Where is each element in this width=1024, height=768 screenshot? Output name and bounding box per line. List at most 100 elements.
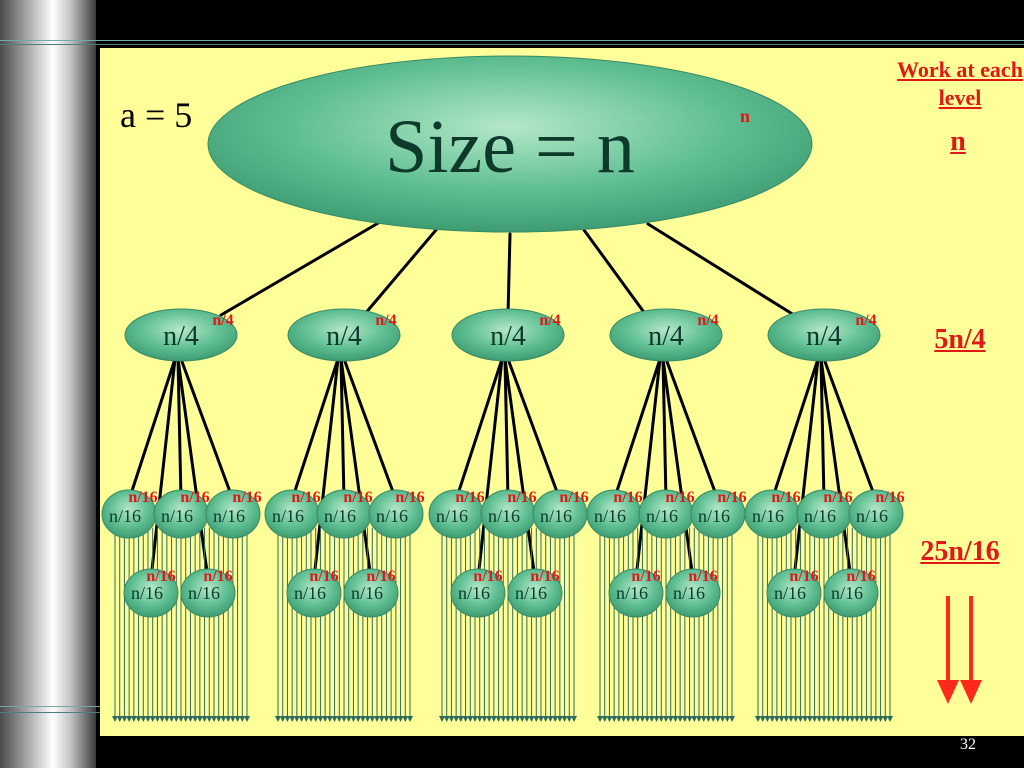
node-n16 [848, 489, 904, 539]
node-n16-label: n/16 [161, 506, 193, 526]
slide-side-gradient [0, 0, 96, 768]
child-edge [454, 357, 504, 502]
leaf-arrowhead [792, 716, 799, 722]
leaf-arrowhead [289, 716, 296, 722]
child-edge [664, 357, 720, 502]
leaf-arrowhead [112, 716, 118, 722]
node-n16-label: n/16 [131, 583, 163, 603]
child-edge [661, 357, 695, 581]
leaf-arrowhead [811, 716, 818, 722]
leaf-arrowhead [392, 716, 399, 722]
leaf-arrowhead [764, 716, 771, 722]
child-edge [476, 357, 504, 581]
leaf-arrowhead [877, 716, 884, 722]
arrow-head [937, 680, 959, 704]
leaf-arrowhead [145, 716, 151, 722]
leaf-arrowhead [182, 716, 189, 722]
leaf-arrowhead [887, 716, 893, 722]
leaf-arrowhead [759, 716, 766, 722]
leaf-arrowhead [681, 716, 688, 722]
leaf-arrowhead [116, 716, 123, 722]
leaf-arrowhead [374, 716, 380, 722]
child-edge [149, 357, 177, 581]
leaf-arrowhead [206, 716, 213, 722]
leaf-arrowhead [519, 716, 526, 722]
leaf-arrowhead [448, 716, 455, 722]
leaf-arrowhead [835, 716, 842, 722]
leaf-arrowhead [168, 716, 175, 722]
leaf-arrowhead [620, 716, 627, 722]
node-n16-tag: n/16 [291, 489, 320, 506]
leaf-arrowhead [858, 716, 865, 722]
leaf-arrowhead [533, 716, 540, 722]
node-n16-label: n/16 [376, 506, 408, 526]
leaf-arrowhead [538, 716, 544, 722]
node-n16-tag: n/16 [507, 489, 536, 506]
node-n16-label: n/16 [673, 583, 705, 603]
node-n4-label: n/4 [326, 321, 362, 352]
root-node [207, 55, 813, 233]
leaf-arrowhead [788, 716, 794, 722]
tree-edges [127, 220, 878, 581]
node-n4 [609, 308, 723, 362]
node-n16-label: n/16 [856, 506, 888, 526]
leaf-arrowhead [606, 716, 613, 722]
leaf-arrowhead [667, 716, 674, 722]
leaf-arrowhead [773, 716, 780, 722]
bottom-rule [0, 706, 100, 707]
leaf-arrowhead [802, 716, 809, 722]
node-n16-label: n/16 [515, 583, 547, 603]
node-n4 [767, 308, 881, 362]
child-edge [503, 357, 510, 502]
node-n16 [766, 568, 822, 618]
leaf-arrowhead [677, 716, 684, 722]
node-n16 [180, 568, 236, 618]
node-n4-tag: n/4 [539, 312, 560, 329]
leaf-arrowhead [634, 716, 641, 722]
root-edge [582, 228, 648, 317]
node-n16-label: n/16 [294, 583, 326, 603]
leaf-arrowhead [691, 716, 698, 722]
leaf-arrowhead [229, 716, 236, 722]
leaf-arrowhead [326, 716, 333, 722]
root-edge [362, 228, 438, 317]
leaf-arrowhead [863, 716, 870, 722]
node-n16-label: n/16 [594, 506, 626, 526]
leaf-arrowhead [769, 716, 776, 722]
node-n4-tag: n/4 [212, 312, 233, 329]
child-edge [312, 357, 340, 581]
node-n16-tag: n/16 [343, 489, 372, 506]
node-n16-label: n/16 [188, 583, 220, 603]
node-n16-tag: n/16 [823, 489, 852, 506]
leaf-arrowhead [663, 716, 669, 722]
leaf-arrowhead [443, 716, 450, 722]
leaf-arrowhead [601, 716, 608, 722]
node-n16-label: n/16 [540, 506, 572, 526]
root-edge [646, 222, 796, 317]
leaf-arrowhead [849, 716, 856, 722]
node-n16-tag: n/16 [665, 489, 694, 506]
tree-nodes: n/16n/16n/16n/16n/16n/16n/16n/16n/16n/16… [101, 55, 905, 618]
node-n16-tag: n/16 [530, 568, 559, 585]
leaf-arrowhead [192, 716, 199, 722]
leaf-arrowhead [388, 716, 395, 722]
child-edge [176, 357, 183, 502]
leaf-arrowhead [154, 716, 161, 722]
node-n16-label: n/16 [324, 506, 356, 526]
leaf-arrowhead [644, 716, 651, 722]
leaf-arrowhead [397, 716, 404, 722]
leaf-arrowhead [345, 716, 352, 722]
child-edge [342, 357, 398, 502]
node-n16 [343, 568, 399, 618]
leaf-arrowhead [514, 716, 521, 722]
child-edge [770, 357, 820, 502]
leaf-arrowhead [457, 716, 464, 722]
node-n16 [368, 489, 424, 539]
bottom-rule-secondary [0, 712, 100, 713]
node-n16-tag: n/16 [688, 568, 717, 585]
child-edge [819, 357, 826, 502]
node-n16-label: n/16 [213, 506, 245, 526]
node-n16-tag: n/16 [146, 568, 175, 585]
leaf-arrowhead [336, 716, 343, 722]
node-n16-tag: n/16 [875, 489, 904, 506]
